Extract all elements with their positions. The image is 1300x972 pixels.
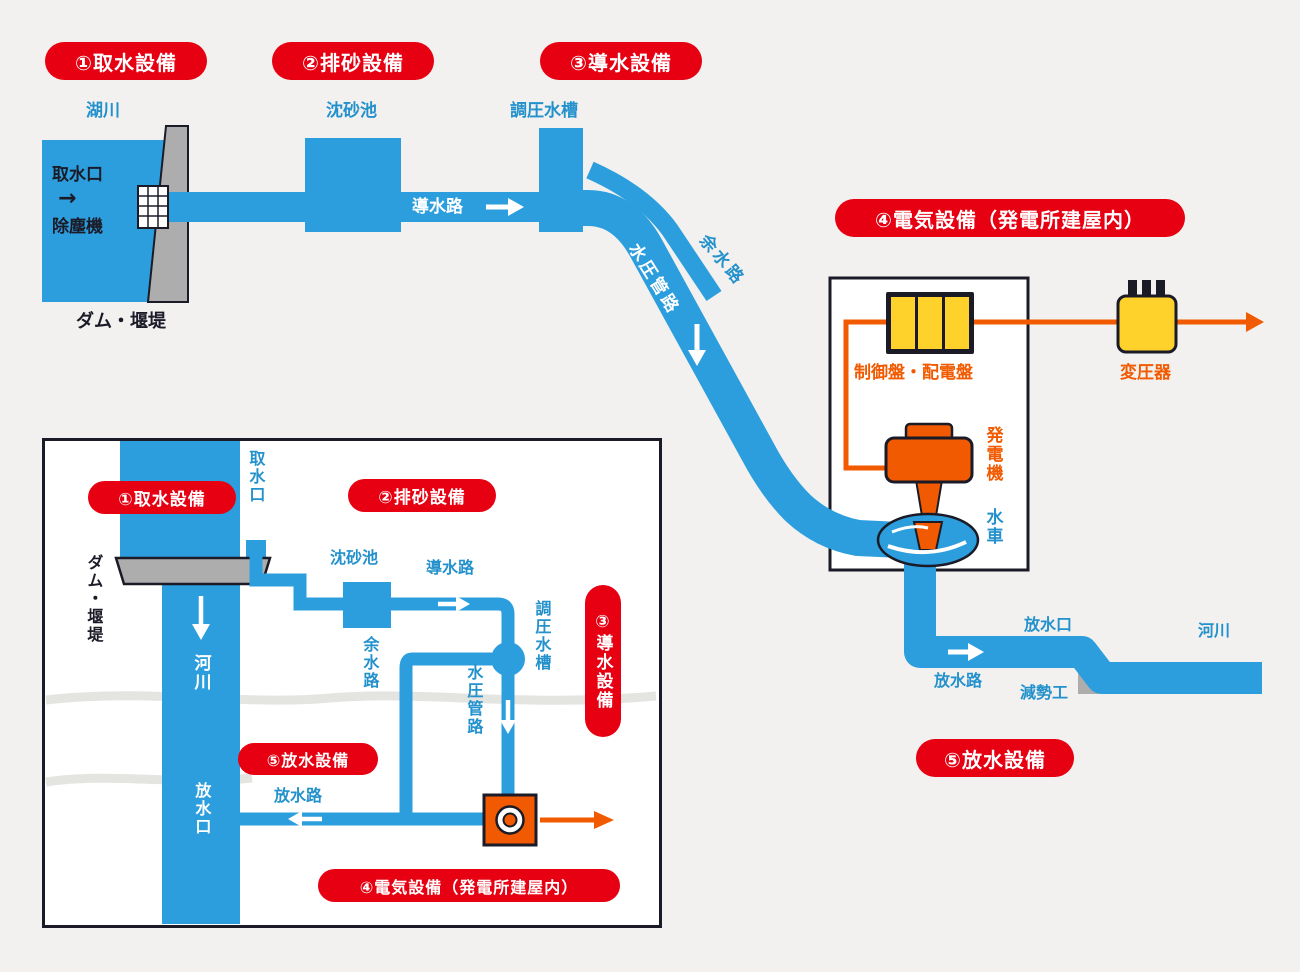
plan-settling-basin-label: 沈砂池 (330, 548, 379, 567)
generator-label: 発電機 (982, 426, 1003, 483)
tailrace-flow-arrowhead (968, 643, 984, 661)
badge-intake-facility: ①取水設備 (45, 42, 207, 80)
transformer-bushing-2 (1142, 280, 1151, 300)
transformer-bushing-3 (1156, 280, 1165, 300)
plan-penstock-label: 水圧管路 (464, 664, 484, 736)
lake-river-label: 湖川 (86, 101, 120, 121)
turbine-label: 水車 (982, 508, 1003, 546)
plan-flow-arrows (192, 596, 516, 827)
plan-tailrace-label: 放水路 (274, 786, 323, 805)
plan-badge-discharge-facility: ⑤放水設備 (238, 743, 378, 775)
plan-badge-intake-facility: ①取水設備 (88, 481, 236, 514)
tailrace-river-pipe (904, 556, 1262, 694)
panel-cell-1 (891, 297, 915, 349)
plan-intake-stub (246, 540, 266, 560)
plan-surge-tank-label: 調圧水槽 (532, 600, 552, 672)
turbine-swirl-2 (891, 525, 929, 534)
plan-powerhouse-icon (482, 793, 538, 847)
plan-road-upper (45, 691, 657, 705)
dissipator-label: 減勢工 (1020, 683, 1069, 702)
intake-flow-arrow-icon: → (58, 186, 77, 211)
top-flow-arrows (486, 198, 984, 661)
badge-electrical-facility: ④電気設備（発電所建屋内） (835, 199, 1185, 237)
plan-power-output-arrow (540, 811, 614, 829)
transformer-icon (1116, 280, 1178, 354)
turbine-icon (876, 512, 980, 568)
plan-settling-basin (343, 582, 391, 628)
plan-dam (114, 556, 272, 586)
control-panel-label: 制御盤・配電盤 (854, 363, 973, 383)
trash-rack-frame (137, 185, 169, 229)
plan-river-label: 河川 (190, 654, 211, 692)
headrace-flow-arrowhead (508, 198, 524, 216)
plan-dam-weir-label: ダム・堰堤 (84, 554, 104, 644)
intake-port-label: 取水口 (52, 165, 103, 185)
spillway-pipe (586, 161, 722, 301)
plan-intake-pipe (249, 556, 343, 611)
plan-headrace-label: 導水路 (426, 558, 475, 577)
headrace-arrowhead (456, 596, 470, 612)
river-label: 河川 (1198, 621, 1231, 640)
plan-headrace-pipe (391, 597, 515, 644)
settling-basin (305, 138, 401, 232)
plan-pipes (240, 556, 515, 826)
tailrace-arrowhead (288, 811, 302, 827)
panel-cell-2 (918, 297, 942, 349)
plan-badge-sand-removal-facility: ②排砂設備 (348, 479, 496, 512)
trash-rack-grid (138, 186, 168, 228)
river-down-arrowhead (192, 624, 210, 640)
penstock-pipe (556, 190, 901, 558)
trash-rack-icon (137, 185, 169, 229)
outlet-label: 放水口 (1024, 615, 1073, 634)
surge-tank-label: 調圧水槽 (510, 101, 578, 121)
plan-spillway-label: 余水路 (360, 636, 380, 690)
settling-basin-label: 沈砂池 (326, 101, 377, 121)
tailrace-label: 放水路 (934, 671, 983, 690)
plan-badge-electrical-facility: ④電気設備（発電所建屋内） (318, 869, 620, 902)
plan-water-bodies (120, 441, 266, 924)
power-arrowhead (594, 811, 614, 829)
badge-discharge-facility: ⑤放水設備 (916, 739, 1074, 777)
plan-intake-port-label: 取水口 (246, 450, 266, 504)
dam-weir-label: ダム・堰堤 (76, 311, 166, 332)
generator-body (884, 436, 974, 484)
headrace-label: 導水路 (412, 197, 463, 217)
turbine-swirl-1 (887, 540, 967, 555)
penstock-arrowhead (500, 720, 516, 734)
plan-badge-conveyance-facility: ③導水設備 (585, 585, 621, 737)
transformer-label: 変圧器 (1120, 363, 1171, 383)
generator-to-panel-line (843, 319, 890, 471)
power-output-arrowhead (1246, 312, 1264, 332)
powerhouse-core (502, 812, 518, 828)
badge-sand-removal-facility: ②排砂設備 (272, 42, 434, 80)
transformer-bushing-1 (1128, 280, 1137, 300)
power-circuit-lines (843, 319, 1248, 471)
control-panel-icon (886, 292, 974, 354)
plan-surge-tank (491, 642, 525, 676)
plan-outlet-label: 放水口 (192, 782, 212, 836)
penstock-flow-arrowhead (688, 350, 706, 366)
badge-conveyance-facility: ③導水設備 (540, 42, 702, 80)
panel-cell-3 (945, 297, 969, 349)
trash-remover-label: 除塵機 (52, 217, 103, 237)
plan-spillway-pipe (399, 652, 492, 825)
transformer-body (1116, 294, 1178, 354)
